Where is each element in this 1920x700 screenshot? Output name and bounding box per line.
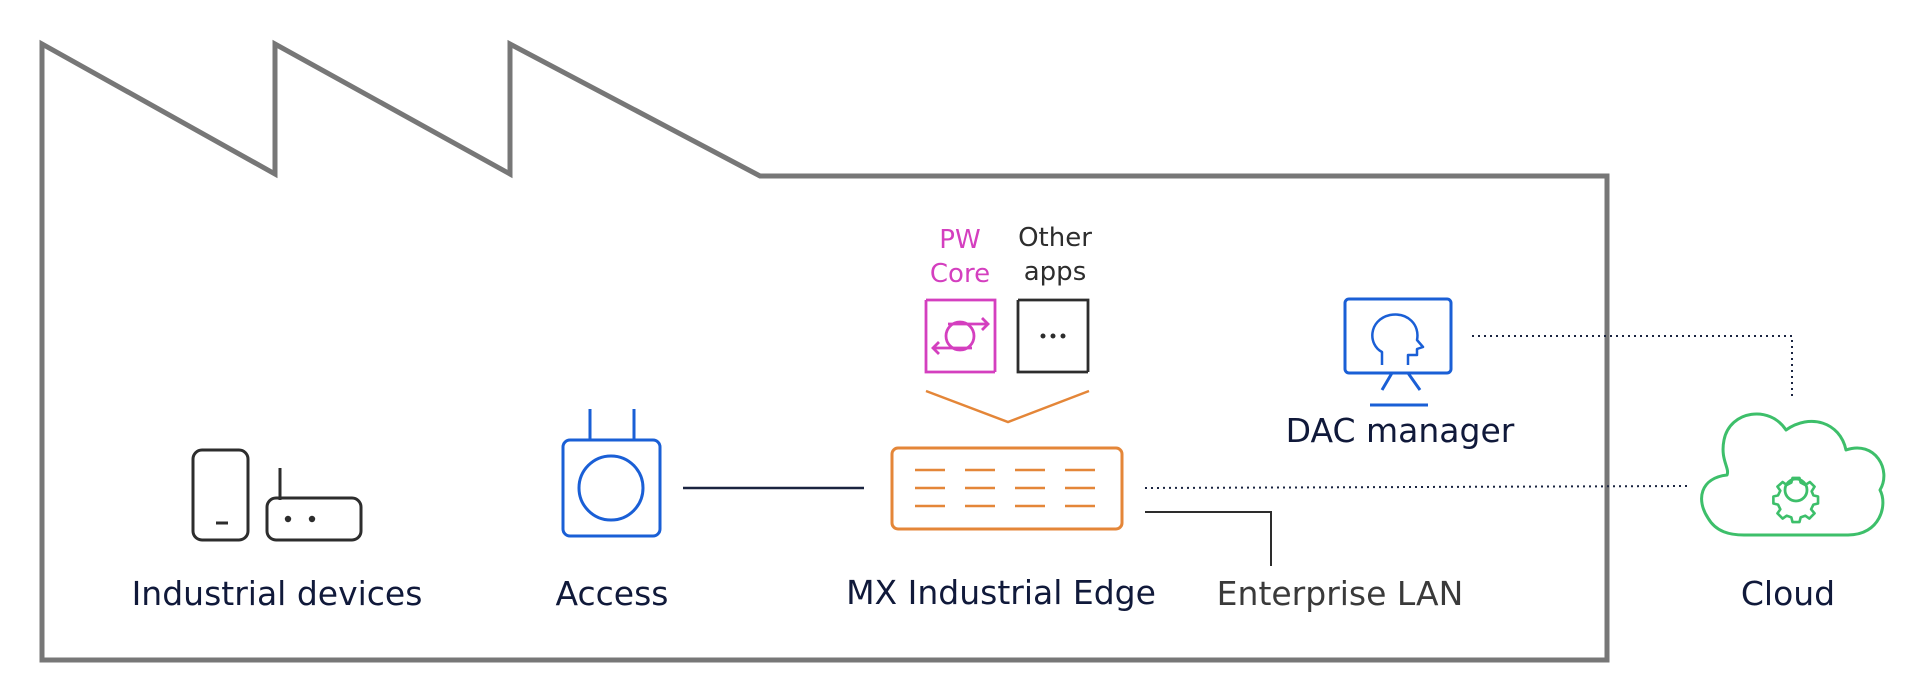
other-apps-label-line2: apps	[1024, 257, 1087, 287]
pw-core-icon	[924, 298, 997, 374]
cloud-label: Cloud	[1741, 574, 1835, 613]
apps-chevron	[925, 389, 1090, 424]
dac-manager-monitor-icon	[1343, 297, 1453, 407]
dac-manager-label: DAC manager	[1286, 411, 1515, 450]
edge-to-cloud-link	[1144, 485, 1691, 489]
other-apps-icon	[1016, 298, 1090, 374]
router-device-icon	[265, 468, 363, 542]
mx-industrial-edge-label: MX Industrial Edge	[846, 573, 1156, 612]
industrial-devices-label: Industrial devices	[132, 574, 423, 613]
phone-device-icon	[191, 448, 250, 542]
access-label: Access	[556, 574, 669, 613]
enterprise-lan-label: Enterprise LAN	[1217, 574, 1464, 613]
pw-core-label-line1: PW	[939, 225, 980, 255]
pw-core-label-line2: Core	[930, 259, 990, 289]
edge-switch-icon	[890, 446, 1124, 531]
factory-building-outline	[39, 39, 1610, 663]
dac-to-cloud-link	[1472, 335, 1793, 400]
edge-to-lan-link	[1145, 511, 1272, 566]
other-apps-label-line1: Other	[1018, 223, 1092, 253]
access-point-icon	[561, 409, 662, 538]
cloud-gear-icon	[1700, 412, 1886, 537]
